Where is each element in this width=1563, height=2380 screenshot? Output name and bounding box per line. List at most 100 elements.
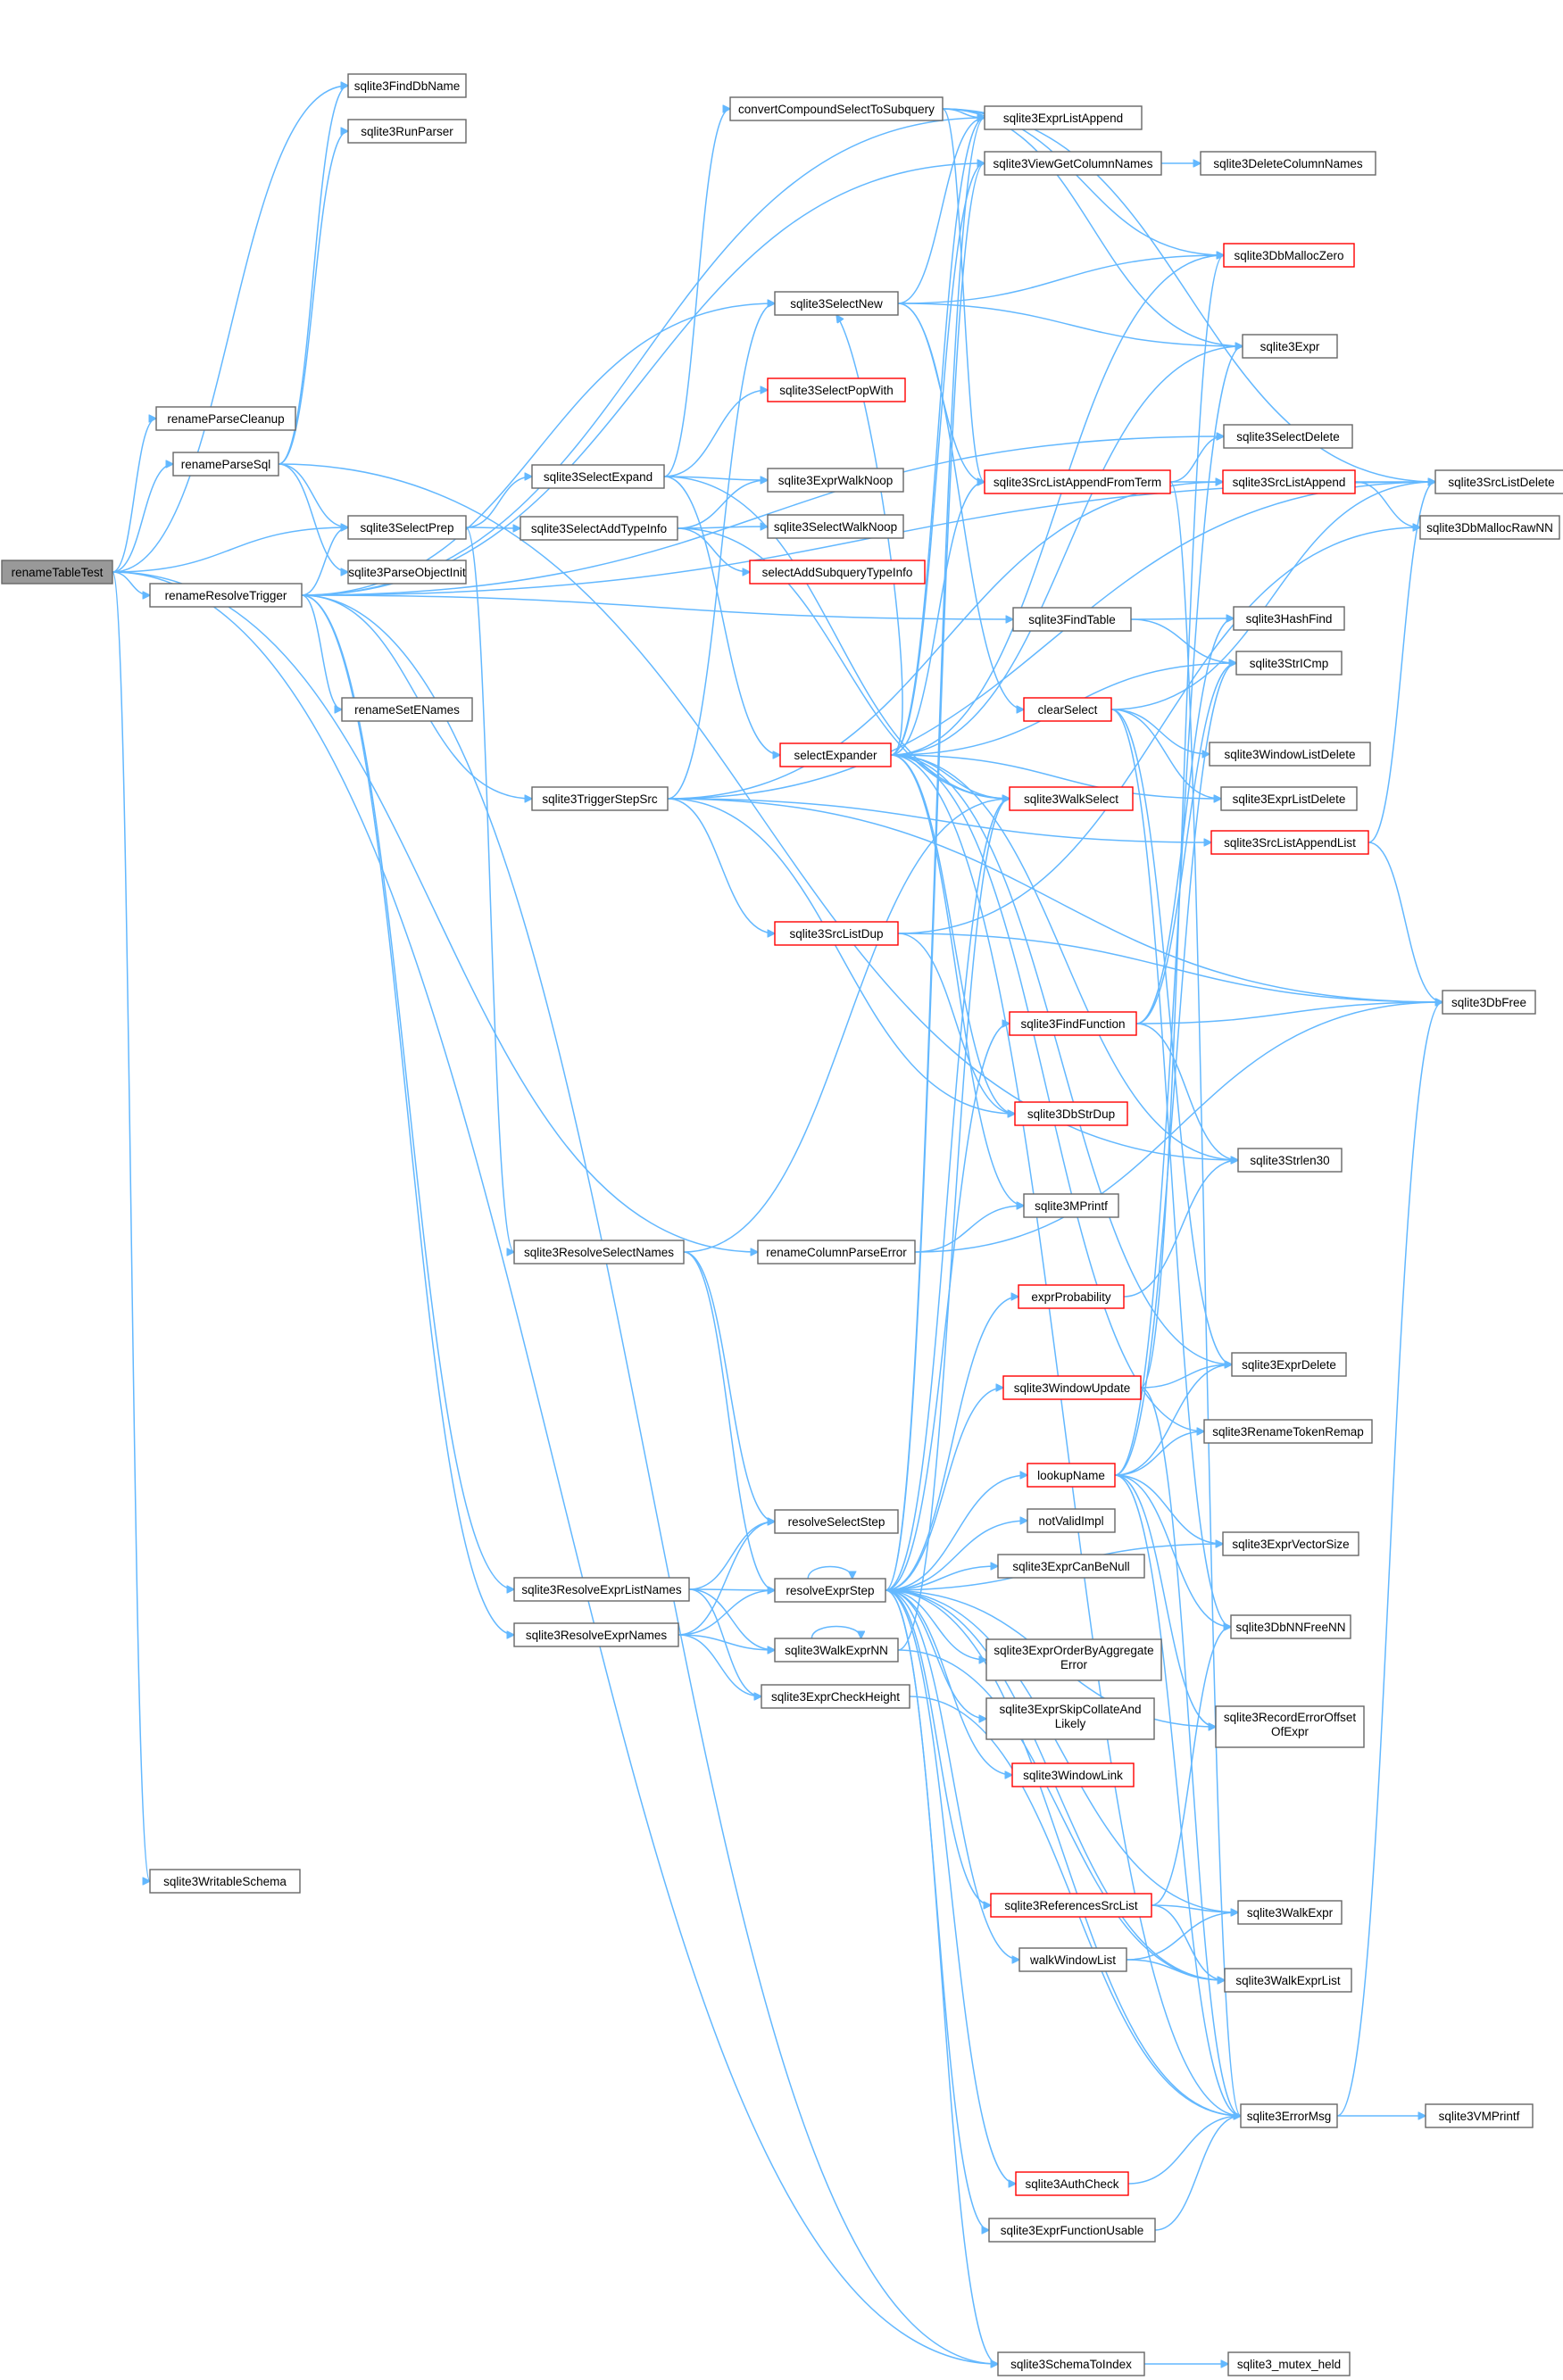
- node-sqlite3-select-walk-noop[interactable]: sqlite3SelectWalkNoop: [767, 514, 904, 539]
- node-rename-parse-sql[interactable]: renameParseSql: [172, 452, 279, 477]
- node-lookup-name[interactable]: lookupName: [1027, 1463, 1116, 1488]
- node-rename-resolve-trigger[interactable]: renameResolveTrigger: [149, 583, 303, 608]
- node-sqlite3-window-update[interactable]: sqlite3WindowUpdate: [1002, 1375, 1142, 1400]
- node-sqlite3-src-list-append-from-term[interactable]: sqlite3SrcListAppendFromTerm: [984, 469, 1171, 494]
- node-sqlite3-db-str-dup[interactable]: sqlite3DbStrDup: [1014, 1101, 1128, 1126]
- node-sqlite3-walk-expr[interactable]: sqlite3WalkExpr: [1237, 1900, 1343, 1925]
- node-sqlite3-delete-column-names[interactable]: sqlite3DeleteColumnNames: [1200, 151, 1376, 176]
- node-sqlite3-str-icmp[interactable]: sqlite3StrICmp: [1235, 651, 1343, 676]
- node-label: sqlite3DbNNFreeNN: [1235, 1621, 1345, 1634]
- node-clear-select[interactable]: clearSelect: [1023, 697, 1112, 722]
- node-rename-parse-cleanup[interactable]: renameParseCleanup: [155, 406, 296, 431]
- node-box: [347, 515, 467, 540]
- node-convert-compound-select-to-subquery[interactable]: convertCompoundSelectToSubquery: [729, 96, 944, 121]
- node-sqlite3-walk-expr-nn[interactable]: sqlite3WalkExprNN: [774, 1638, 899, 1663]
- node-sqlite3-select-add-type-info[interactable]: sqlite3SelectAddTypeInfo: [520, 516, 678, 541]
- node-sqlite3-walk-select[interactable]: sqlite3WalkSelect: [1009, 786, 1134, 811]
- node-sqlite3-db-free[interactable]: sqlite3DbFree: [1442, 990, 1536, 1015]
- node-walk-window-list[interactable]: walkWindowList: [1018, 1947, 1127, 1972]
- node-sqlite3-expr[interactable]: sqlite3Expr: [1242, 334, 1338, 359]
- node-resolve-select-step[interactable]: resolveSelectStep: [774, 1509, 899, 1534]
- node-box: [1233, 606, 1345, 631]
- node-sqlite3-src-list-dup[interactable]: sqlite3SrcListDup: [774, 921, 899, 946]
- node-sqlite3-strlen30[interactable]: sqlite3Strlen30: [1237, 1148, 1343, 1173]
- node-sqlite3-window-list-delete[interactable]: sqlite3WindowListDelete: [1209, 742, 1371, 767]
- edge-rename-resolve-trigger-to-sqlite3-resolve-expr-list-names: [301, 594, 514, 1589]
- node-sqlite3-expr-list-append[interactable]: sqlite3ExprListAppend: [984, 105, 1143, 130]
- node-label: sqlite3WindowLink: [1023, 1769, 1123, 1782]
- edge-sqlite3-select-new-to-clear-select: [897, 303, 1024, 709]
- node-sqlite3-find-function[interactable]: sqlite3FindFunction: [1009, 1011, 1137, 1036]
- node-sqlite3-src-list-append-list[interactable]: sqlite3SrcListAppendList: [1210, 830, 1369, 855]
- edge-sqlite3-resolve-select-names-to-resolve-select-step: [683, 1251, 775, 1522]
- node-sqlite3-expr-can-be-null[interactable]: sqlite3ExprCanBeNull: [997, 1554, 1145, 1579]
- node-rename-table-test[interactable]: renameTableTest: [1, 560, 113, 585]
- node-select-expander[interactable]: selectExpander: [779, 742, 892, 767]
- node-box: [341, 697, 473, 722]
- node-label: sqlite3SelectDelete: [1236, 430, 1340, 444]
- node-box: [1, 560, 113, 585]
- node-box: [761, 1684, 910, 1709]
- node-sqlite3-vmprintf[interactable]: sqlite3VMPrintf: [1425, 2103, 1534, 2128]
- node-rename-set-enames[interactable]: renameSetENames: [341, 697, 473, 722]
- edge-sqlite3-references-src-list-to-sqlite3-db-nnfree-nn: [1151, 1627, 1231, 1906]
- node-sqlite3-expr-vector-size[interactable]: sqlite3ExprVectorSize: [1222, 1531, 1359, 1556]
- node-layer: renameTableTest sqlite3FindDbName sqlite3R…: [1, 73, 1563, 2376]
- node-sqlite3-find-db-name[interactable]: sqlite3FindDbName: [347, 73, 467, 98]
- node-sqlite3-select-new[interactable]: sqlite3SelectNew: [774, 291, 899, 316]
- node-sqlite3-auth-check[interactable]: sqlite3AuthCheck: [1015, 2171, 1129, 2196]
- node-not-valid-impl[interactable]: notValidImpl: [1027, 1508, 1116, 1533]
- node-sqlite3-mutex-held[interactable]: sqlite3_mutex_held: [1227, 2351, 1351, 2376]
- node-sqlite3-select-prep[interactable]: sqlite3SelectPrep: [347, 515, 467, 540]
- node-resolve-expr-step[interactable]: resolveExprStep: [774, 1578, 886, 1603]
- node-label: sqlite3SrcListAppendList: [1224, 836, 1356, 850]
- node-box: [1223, 424, 1353, 449]
- node-sqlite3-db-nnfree-nn[interactable]: sqlite3DbNNFreeNN: [1230, 1614, 1351, 1639]
- node-sqlite3-resolve-expr-names[interactable]: sqlite3ResolveExprNames: [513, 1622, 679, 1647]
- node-sqlite3-window-link[interactable]: sqlite3WindowLink: [1011, 1762, 1135, 1787]
- node-sqlite3-src-list-delete[interactable]: sqlite3SrcListDelete: [1434, 469, 1563, 494]
- node-rename-column-parse-error[interactable]: renameColumnParseError: [757, 1240, 916, 1265]
- node-sqlite3-select-delete[interactable]: sqlite3SelectDelete: [1223, 424, 1353, 449]
- node-sqlite3-mprintf[interactable]: sqlite3MPrintf: [1023, 1193, 1119, 1218]
- node-sqlite3-rename-token-remap[interactable]: sqlite3RenameTokenRemap: [1203, 1419, 1373, 1444]
- node-sqlite3-db-malloc-zero[interactable]: sqlite3DbMallocZero: [1223, 243, 1355, 268]
- node-sqlite3-select-pop-with[interactable]: sqlite3SelectPopWith: [767, 377, 906, 402]
- node-sqlite3-expr-list-delete[interactable]: sqlite3ExprListDelete: [1220, 786, 1358, 811]
- node-sqlite3-schema-to-index[interactable]: sqlite3SchemaToIndex: [997, 2351, 1145, 2376]
- node-sqlite3-view-get-column-names[interactable]: sqlite3ViewGetColumnNames: [984, 151, 1162, 176]
- node-sqlite3-resolve-select-names[interactable]: sqlite3ResolveSelectNames: [513, 1240, 685, 1265]
- edge-sqlite3-select-expand-to-sqlite3-walk-select: [663, 476, 1010, 799]
- node-label: renameParseCleanup: [167, 412, 284, 426]
- node-sqlite3-trigger-step-src[interactable]: sqlite3TriggerStepSrc: [531, 786, 669, 811]
- node-sqlite3-select-expand[interactable]: sqlite3SelectExpand: [531, 464, 665, 489]
- node-label: exprProbability: [1031, 1290, 1111, 1304]
- node-sqlite3-expr-walk-noop[interactable]: sqlite3ExprWalkNoop: [767, 468, 904, 493]
- node-sqlite3-run-parser[interactable]: sqlite3RunParser: [347, 119, 467, 144]
- node-label: sqlite3DbMallocRawNN: [1426, 521, 1553, 535]
- edge-resolve-expr-step-to-sqlite3-window-link: [885, 1589, 1012, 1775]
- edge-resolve-expr-step-to-sqlite3-walk-expr: [885, 1589, 1238, 1912]
- node-select-add-subquery-type-info[interactable]: selectAddSubqueryTypeInfo: [749, 560, 926, 585]
- node-sqlite3-find-table[interactable]: sqlite3FindTable: [1012, 607, 1132, 632]
- node-sqlite3-resolve-expr-list-names[interactable]: sqlite3ResolveExprListNames: [513, 1577, 690, 1602]
- edge-sqlite3-trigger-step-src-to-sqlite3-db-free: [667, 798, 1442, 1002]
- node-sqlite3-src-list-append[interactable]: sqlite3SrcListAppend: [1222, 469, 1356, 494]
- node-sqlite3-db-malloc-raw-nn[interactable]: sqlite3DbMallocRawNN: [1419, 515, 1560, 540]
- node-sqlite3-expr-check-height[interactable]: sqlite3ExprCheckHeight: [761, 1684, 910, 1709]
- node-sqlite3-error-msg[interactable]: sqlite3ErrorMsg: [1240, 2103, 1338, 2128]
- node-sqlite3-walk-expr-list[interactable]: sqlite3WalkExprList: [1224, 1968, 1352, 1993]
- node-sqlite3-hash-find[interactable]: sqlite3HashFind: [1233, 606, 1345, 631]
- node-expr-probability[interactable]: exprProbability: [1018, 1284, 1125, 1309]
- node-sqlite3-writable-schema[interactable]: sqlite3WritableSchema: [149, 1869, 301, 1894]
- node-label: renameColumnParseError: [766, 1246, 907, 1259]
- node-label: sqlite3TriggerStepSrc: [542, 792, 658, 806]
- edge-sqlite3-trigger-step-src-to-sqlite3-src-list-dup: [667, 798, 775, 933]
- node-sqlite3-expr-delete[interactable]: sqlite3ExprDelete: [1231, 1352, 1347, 1377]
- node-sqlite3-expr-function-usable[interactable]: sqlite3ExprFunctionUsable: [988, 2218, 1156, 2243]
- node-sqlite3-parse-object-init[interactable]: sqlite3ParseObjectInit: [347, 560, 467, 585]
- node-sqlite3-references-src-list[interactable]: sqlite3ReferencesSrcList: [990, 1893, 1152, 1918]
